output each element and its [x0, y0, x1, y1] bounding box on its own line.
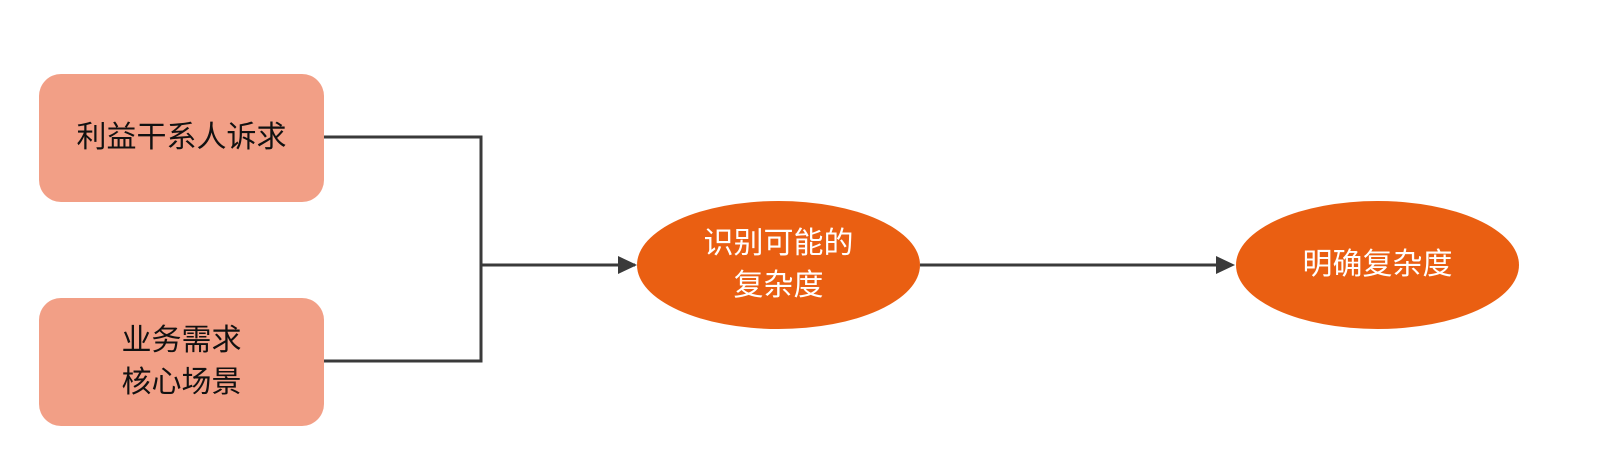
clarify-complexity-ellipse: 明确复杂度: [1236, 201, 1519, 329]
business-needs-label-line-1: 业务需求: [121, 323, 242, 358]
business-needs-label-line-2: 核心场景: [121, 365, 242, 400]
arrowhead-clarify: [1216, 256, 1235, 274]
clarify-complexity-label: 明确复杂度: [1302, 247, 1453, 282]
stakeholder-needs-box: 利益干系人诉求: [39, 74, 324, 202]
stakeholder-needs-label: 利益干系人诉求: [76, 120, 287, 155]
business-needs-box: 业务需求 核心场景: [39, 298, 324, 426]
connector-stakeholder-to-merge: [324, 135, 483, 265]
connector-business-to-merge: [324, 265, 483, 363]
identify-complexity-label-line-2: 复杂度: [733, 268, 824, 303]
identify-complexity-label-line-1: 识别可能的: [703, 226, 854, 261]
arrowhead-identify: [618, 256, 637, 274]
identify-complexity-ellipse: 识别可能的 复杂度: [637, 201, 920, 329]
